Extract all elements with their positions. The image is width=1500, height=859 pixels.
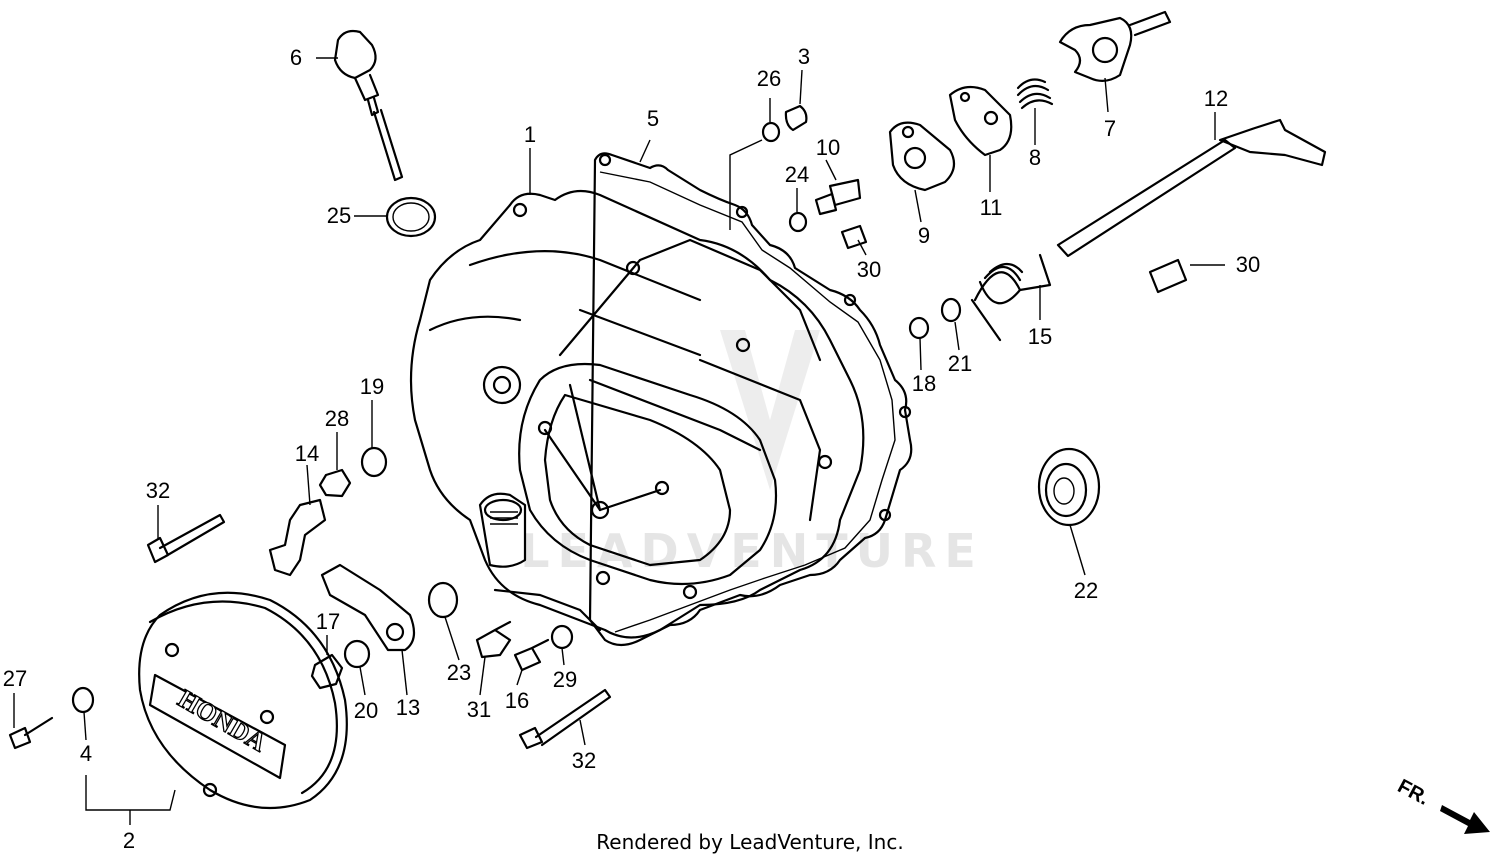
callout-17: 17 [315, 609, 341, 634]
washer-part-24 [788, 211, 808, 233]
gasket-part-5 [588, 152, 913, 647]
callout-25: 25 [326, 203, 352, 228]
washer-part-19 [360, 446, 388, 478]
screw-part-27 [8, 716, 54, 750]
circlip-part-21 [940, 297, 962, 323]
callout-13: 13 [395, 695, 421, 720]
bolt-part-32a [146, 513, 226, 564]
gearshift-arm-part-7 [1058, 16, 1133, 82]
callout-20: 20 [353, 698, 379, 723]
washer-part-20 [343, 639, 371, 669]
bearing-part-22 [1037, 447, 1101, 527]
washer-part-18 [908, 316, 930, 340]
nut-part-28 [318, 468, 352, 498]
grommet-part-4 [71, 686, 95, 714]
callout-32b: 32 [571, 748, 597, 773]
callout-23: 23 [446, 660, 472, 685]
crankcase-cover-part-1 [409, 189, 865, 639]
watermark-logo [720, 330, 820, 490]
callout-3: 3 [797, 44, 811, 69]
credit-text: Rendered by LeadVenture, Inc. [596, 830, 904, 854]
washer-part-29 [550, 624, 574, 650]
stopper-part-9 [888, 121, 956, 192]
callout-28: 28 [324, 406, 350, 431]
collar-part-3 [784, 104, 808, 132]
callout-11: 11 [979, 195, 1003, 220]
callout-32a: 32 [145, 478, 171, 503]
callout-16: 16 [504, 688, 530, 713]
callout-22: 22 [1073, 578, 1099, 603]
callout-4: 4 [79, 741, 93, 766]
spring-part-8 [1016, 78, 1054, 110]
callout-9: 9 [917, 223, 931, 248]
pin-part-30a [840, 224, 868, 250]
callout-26: 26 [756, 66, 782, 91]
callout-27: 27 [2, 666, 28, 691]
washer-part-26 [761, 121, 781, 143]
callout-14: 14 [294, 441, 320, 466]
pin-part-30b [1148, 258, 1188, 294]
clamp-part-14 [268, 498, 327, 577]
arm-part-13 [320, 563, 416, 652]
callout-31: 31 [466, 697, 492, 722]
callout-8: 8 [1028, 145, 1042, 170]
callout-18: 18 [911, 371, 937, 396]
callout-19: 19 [359, 374, 385, 399]
nut-part-17 [310, 653, 344, 690]
callout-30a: 30 [856, 257, 882, 282]
front-arrow-icon [1440, 805, 1490, 834]
callout-1: 1 [523, 122, 537, 147]
watermark-text: LEADVENTURE [520, 524, 984, 578]
bolt-part-16 [513, 638, 550, 672]
callout-29: 29 [552, 667, 578, 692]
callout-6: 6 [289, 45, 303, 70]
callout-7: 7 [1103, 116, 1117, 141]
callout-15: 15 [1027, 324, 1053, 349]
callout-2: 2 [122, 828, 136, 853]
point-cover-part-2 [138, 591, 348, 810]
oil-seal-part-23 [427, 581, 459, 619]
shift-spindle-part-12 [1056, 138, 1237, 258]
callout-10: 10 [815, 135, 841, 160]
callout-24: 24 [784, 162, 810, 187]
bolt-part-31 [475, 620, 512, 659]
leader-lines [13, 57, 1225, 825]
o-ring-part-25 [385, 196, 437, 238]
callout-5: 5 [646, 106, 660, 131]
dipstick-part-6 [333, 29, 404, 182]
bolt-part-32b [518, 688, 612, 750]
plate-part-11 [948, 85, 1013, 157]
callout-12: 12 [1203, 86, 1229, 111]
callout-21: 21 [947, 351, 973, 376]
callout-30b: 30 [1235, 252, 1261, 277]
return-spring-part-15 [970, 253, 1052, 342]
